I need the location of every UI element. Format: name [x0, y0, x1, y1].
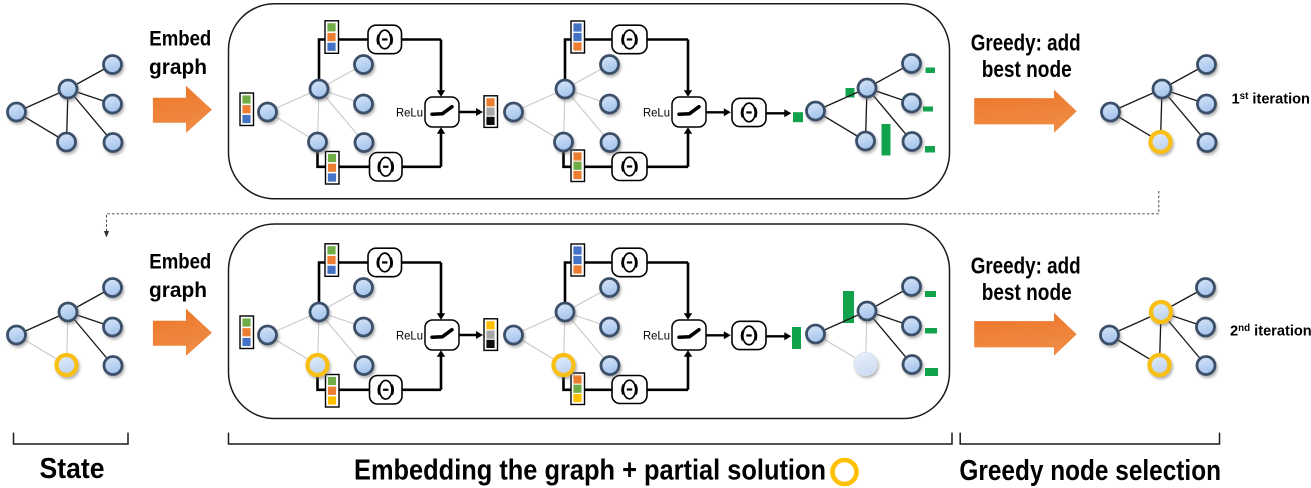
svg-text:Embedding the graph + partial: Embedding the graph + partial solution [354, 455, 826, 487]
svg-text:graph: graph [149, 279, 207, 302]
svg-text:best node: best node [982, 279, 1072, 305]
svg-text:best node: best node [982, 56, 1072, 82]
svg-text:ReLu: ReLu [396, 328, 423, 342]
svg-text:Greedy node selection: Greedy node selection [959, 455, 1221, 487]
svg-text:ReLu: ReLu [643, 328, 670, 342]
svg-text:Greedy: add: Greedy: add [971, 30, 1081, 56]
svg-text:Embed: Embed [149, 250, 211, 273]
svg-text:ReLu: ReLu [643, 105, 670, 119]
svg-text:1st iteration: 1st iteration [1232, 91, 1311, 108]
svg-text:ReLu: ReLu [396, 105, 423, 119]
svg-text:graph: graph [149, 56, 207, 79]
svg-text:Embed: Embed [149, 27, 211, 50]
svg-text:2nd iteration: 2nd iteration [1230, 323, 1311, 340]
svg-text:State: State [40, 453, 105, 485]
svg-text:Greedy: add: Greedy: add [971, 253, 1081, 279]
